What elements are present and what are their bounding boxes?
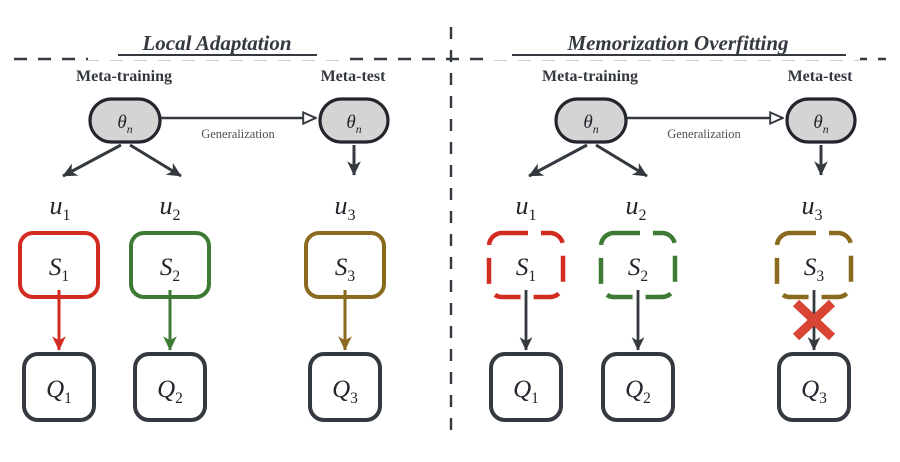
theta-node-meta-training-right: θn — [554, 97, 628, 144]
query-box-label: Q3 — [332, 376, 358, 407]
query-box-label: Q3 — [801, 376, 827, 407]
branch-arrow-to-u2-right — [595, 143, 648, 178]
task-label-u1-right: u1 — [515, 191, 536, 224]
support-box-shape — [486, 230, 566, 300]
theta-node-shape — [318, 97, 390, 144]
support-box-label: S1 — [516, 254, 536, 285]
theta-node-shape — [554, 97, 628, 144]
query-box-Q3-left: Q3 — [308, 352, 382, 422]
support-box-shape — [774, 230, 854, 300]
theta-node-shape — [88, 97, 162, 144]
branch-arrow-to-u1-left — [62, 143, 122, 178]
support-box-shape — [598, 230, 678, 300]
stage-label-meta-training-left: Meta-training — [76, 68, 172, 85]
query-box-label: Q1 — [513, 376, 539, 407]
theta-node-label: θn — [583, 112, 598, 136]
generalization-label-right: Generalization — [667, 127, 741, 141]
theta-node-shape — [785, 97, 857, 144]
task-label-u3-right: u3 — [801, 191, 822, 224]
theta-node-label: θn — [813, 112, 828, 136]
query-box-Q1-right: Q1 — [489, 352, 563, 422]
theta-node-meta-test-right: θn — [785, 97, 857, 144]
blocked-cross-icon — [792, 299, 836, 341]
query-box-label: Q2 — [157, 376, 183, 407]
query-box-label: Q1 — [46, 376, 72, 407]
task-label-u3-left: u3 — [334, 191, 355, 224]
theta-node-meta-test-left: θn — [318, 97, 390, 144]
query-box-Q1-left: Q1 — [22, 352, 96, 422]
support-box-label: S1 — [49, 254, 69, 285]
support-box-S1-right: S1 — [486, 230, 566, 300]
task-label-u2-right: u2 — [625, 191, 646, 224]
task-label-u1-left: u1 — [49, 191, 70, 224]
theta-node-label: θn — [346, 112, 361, 136]
query-box-Q2-left: Q2 — [133, 352, 207, 422]
support-box-label: S3 — [804, 254, 825, 285]
branch-arrow-to-u2-left — [129, 143, 182, 178]
branch-arrow-to-u1-right — [528, 143, 588, 178]
support-box-label: S2 — [628, 254, 648, 285]
query-box-label: Q2 — [625, 376, 651, 407]
support-box-S1-left: S1 — [18, 231, 100, 299]
stage-label-meta-training-right: Meta-training — [542, 68, 638, 85]
stage-label-meta-test-right: Meta-test — [788, 68, 854, 85]
support-box-S2-left: S2 — [129, 231, 211, 299]
query-box-shape — [133, 352, 207, 422]
generalization-label-left: Generalization — [201, 127, 275, 141]
theta-node-label: θn — [117, 112, 132, 136]
panel-local-adaptation: Local Adaptation Meta-training Meta-test… — [18, 26, 390, 422]
query-box-shape — [777, 352, 851, 422]
stage-label-meta-test-left: Meta-test — [321, 68, 387, 85]
support-box-S3-left: S3 — [304, 231, 386, 299]
support-box-S2-right: S2 — [598, 230, 678, 300]
query-box-Q3-right: Q3 — [777, 352, 851, 422]
query-box-shape — [308, 352, 382, 422]
support-box-S3-right: S3 — [774, 230, 854, 300]
task-label-u2-left: u2 — [159, 191, 180, 224]
query-box-shape — [601, 352, 675, 422]
theta-node-meta-training-left: θn — [88, 97, 162, 144]
support-box-label: S2 — [160, 254, 180, 285]
panel-title-left: Local Adaptation — [141, 31, 291, 55]
panel-memorization-overfitting: Memorization Overfitting Meta-training M… — [486, 26, 860, 422]
query-box-shape — [489, 352, 563, 422]
query-box-shape — [22, 352, 96, 422]
panel-title-right: Memorization Overfitting — [566, 31, 788, 55]
query-box-Q2-right: Q2 — [601, 352, 675, 422]
support-box-label: S3 — [335, 254, 356, 285]
